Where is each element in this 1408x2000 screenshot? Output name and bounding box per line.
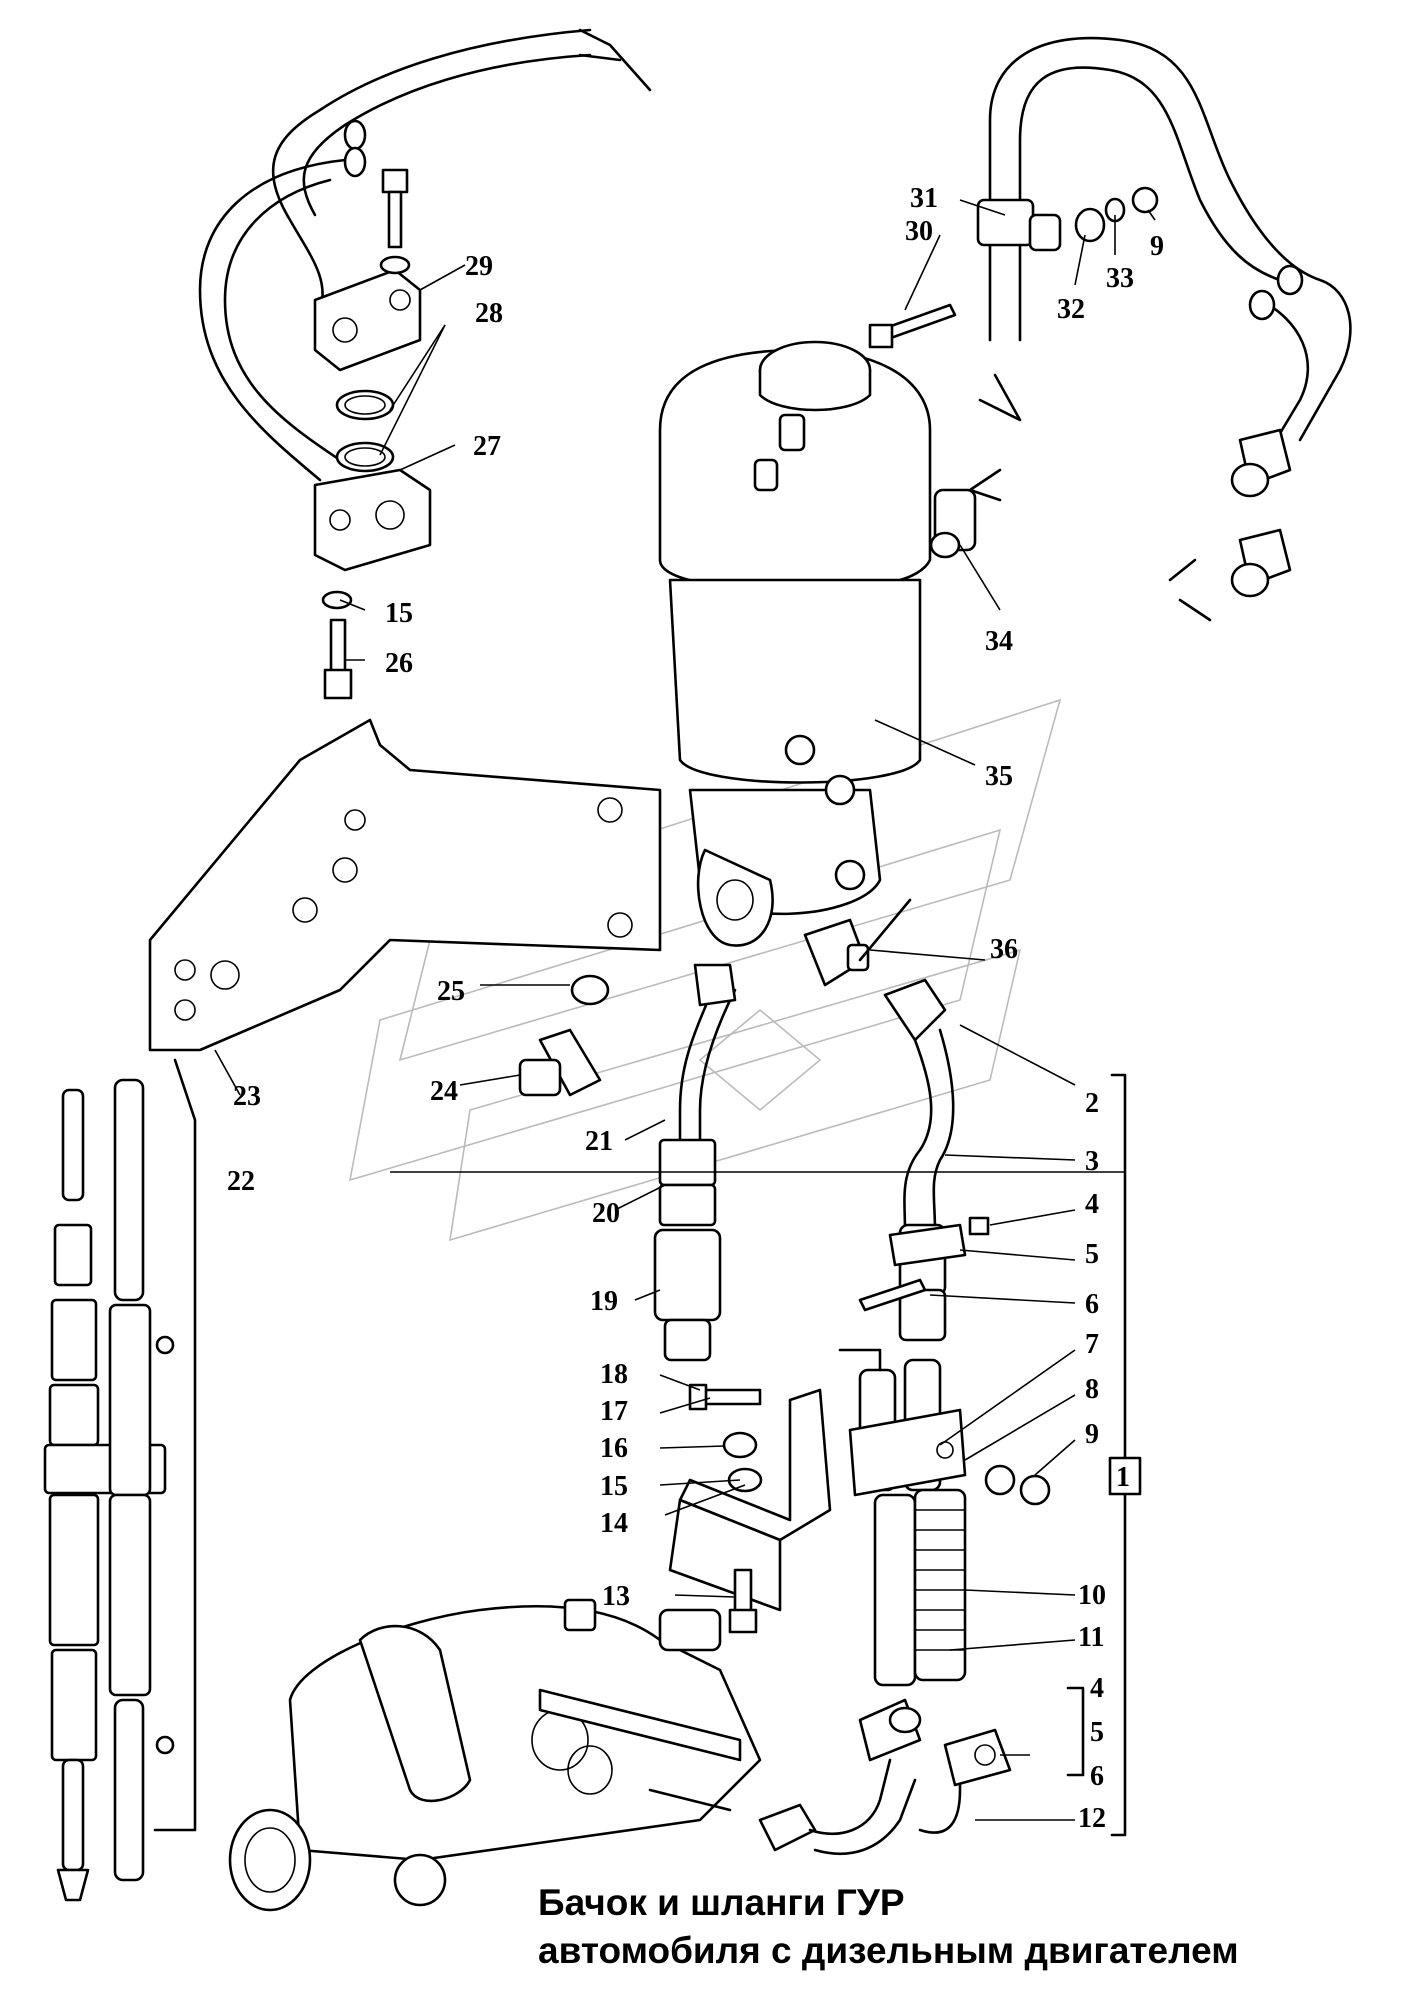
callout-13: 13: [602, 1581, 630, 1612]
callout-27: 27: [473, 431, 501, 462]
fitting-36: [803, 918, 870, 987]
bolt-30: [868, 303, 957, 349]
callout-28: 28: [475, 298, 503, 329]
washer-25: [570, 974, 610, 1006]
hose-assembly-22: [43, 1058, 197, 1902]
steering-gear: [228, 1598, 762, 1912]
callout-17: 17: [600, 1396, 628, 1427]
fitting-34: [929, 488, 977, 559]
callout-8: 8: [1085, 1374, 1099, 1405]
callout-3: 3: [1085, 1146, 1099, 1177]
callout-7: 7: [1085, 1329, 1099, 1360]
reservoir-35: [658, 340, 932, 947]
bolt-13: [728, 1568, 758, 1634]
callout-6: 6: [1085, 1289, 1099, 1320]
callout-15: 15: [600, 1471, 628, 1502]
callout-21: 21: [585, 1126, 613, 1157]
nuts-9: [984, 1464, 1051, 1506]
callout-26: 26: [385, 648, 413, 679]
seal-rings-28: [335, 389, 395, 473]
callout-9: 9: [1085, 1419, 1099, 1450]
callout-12: 12: [1078, 1803, 1106, 1834]
hose-3: [858, 978, 990, 1342]
callout-5b: 5: [1090, 1717, 1104, 1748]
flange-27: [313, 468, 432, 572]
bracket-23: [148, 718, 662, 1052]
flow-arrows: [578, 28, 1212, 1812]
group-bracket-1: [1066, 1073, 1142, 1837]
callout-36: 36: [990, 934, 1018, 965]
callout-2: 2: [1085, 1088, 1099, 1119]
callout-15b: 15: [385, 598, 413, 629]
flange-29: [313, 268, 422, 372]
callout-4b: 4: [1090, 1673, 1104, 1704]
callouts: 2 3 4 5 6 7 8 9 10 11 4 5 6 12 13 14 15 …: [227, 183, 1164, 1834]
caption-line-2: автомобиля с дизельным двигателем: [538, 1930, 1239, 1971]
callout-20: 20: [592, 1198, 620, 1229]
nut-16: [722, 1431, 758, 1459]
group-marker-1: 1: [1116, 1462, 1130, 1493]
callout-10: 10: [1078, 1580, 1106, 1611]
callout-34: 34: [985, 626, 1013, 657]
upper-left-hose: [198, 28, 592, 482]
callout-5: 5: [1085, 1239, 1099, 1270]
bolt-17: [688, 1383, 762, 1411]
double-hose-10-11: [848, 1358, 967, 1687]
caption-line-1: Бачок и шланги ГУР: [538, 1882, 905, 1923]
callout-6b: 6: [1090, 1761, 1104, 1792]
callout-14: 14: [600, 1508, 628, 1539]
callout-32: 32: [1057, 294, 1085, 325]
callout-16: 16: [600, 1433, 628, 1464]
callout-22: 22: [227, 1166, 255, 1197]
leader-lines: [214, 199, 1156, 1821]
callout-4: 4: [1085, 1189, 1099, 1220]
callout-30: 30: [905, 216, 933, 247]
callout-35: 35: [985, 761, 1013, 792]
bracket-14: [668, 1388, 832, 1612]
bolt-26: [323, 618, 353, 700]
callout-23: 23: [233, 1081, 261, 1112]
bolt-24: [518, 1028, 602, 1097]
callout-9b: 9: [1150, 231, 1164, 262]
callout-33: 33: [1106, 263, 1134, 294]
callout-18: 18: [600, 1359, 628, 1390]
callout-19: 19: [590, 1286, 618, 1317]
washers-32-33-9: [1074, 186, 1159, 243]
washer-15-top: [321, 590, 353, 610]
callout-11: 11: [1078, 1622, 1104, 1653]
callout-31: 31: [910, 183, 938, 214]
upper-right-hoses: [976, 36, 1352, 598]
callout-29: 29: [465, 251, 493, 282]
bolt-top: [379, 168, 411, 275]
hose-21: [653, 963, 737, 1362]
callout-24: 24: [430, 1076, 458, 1107]
diagram-caption: Бачок и шланги ГУР автомобиля с дизельны…: [538, 1882, 1239, 1971]
callout-25: 25: [437, 976, 465, 1007]
hose-12: [758, 1698, 1012, 1856]
